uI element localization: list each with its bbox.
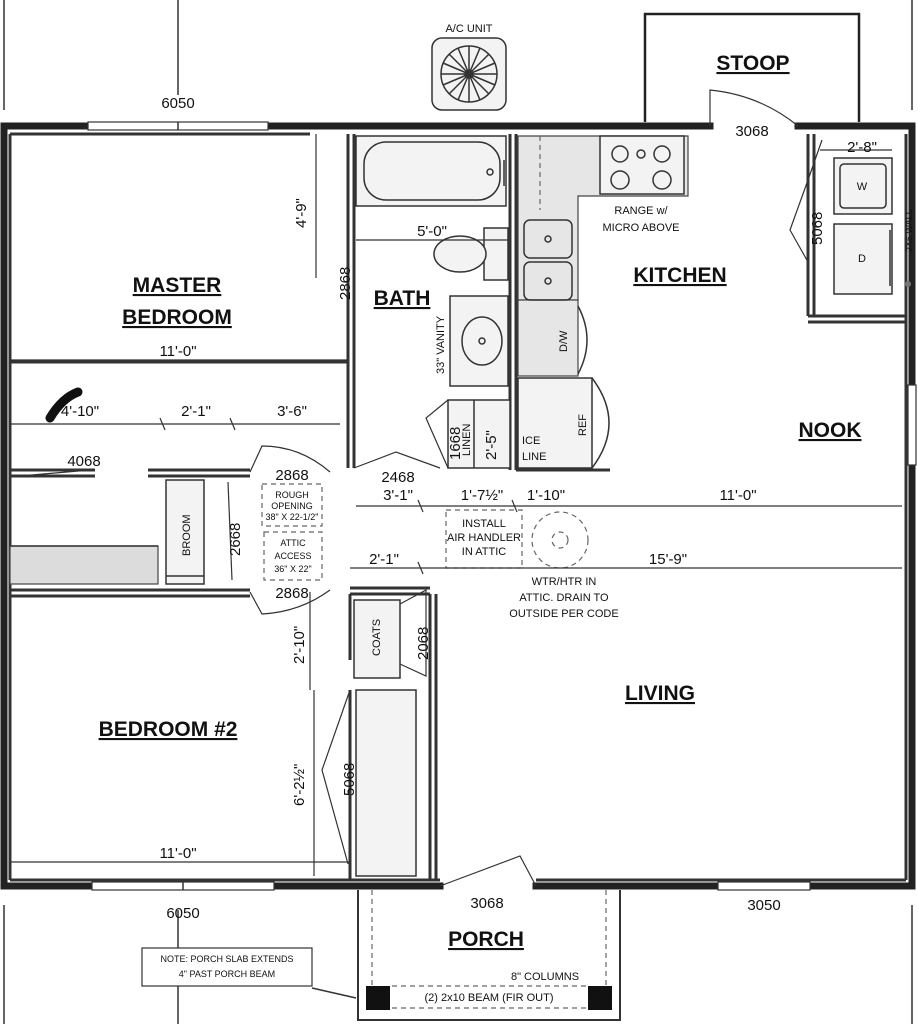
dimension-lines <box>10 134 902 876</box>
dim-hall-d: 2'-1" <box>369 551 399 568</box>
coats-label: COATS <box>371 619 383 656</box>
dim-window-bottom-left: 6050 <box>166 905 199 922</box>
rough-opening-1: ROUGH <box>275 490 309 500</box>
door-swings <box>19 89 823 887</box>
attic-access-3: 36" X 22" <box>274 564 311 574</box>
refrigerator-label: REF <box>577 414 589 436</box>
dim-master-closet-a: 4'-10" <box>61 403 99 420</box>
dim-bath-depth: 4'-9" <box>293 198 310 228</box>
dryer-label: D <box>858 253 866 265</box>
stoop <box>643 12 861 122</box>
ac-unit: A/C UNIT <box>431 23 507 111</box>
dim-laundry-door: 5068 <box>809 212 826 245</box>
porch <box>357 890 621 1021</box>
dim-coats-depth: 2'-10" <box>291 626 308 664</box>
dim-bedroom2-door: 2868 <box>275 585 308 602</box>
dim-broom-door: 2668 <box>227 523 244 556</box>
porch-label: PORCH <box>448 928 524 951</box>
dim-hall-b: 1'-7½" <box>461 487 503 504</box>
ice-label-2: LINE <box>522 451 546 463</box>
stoop-label: STOOP <box>716 52 789 75</box>
broom-closet <box>165 479 205 585</box>
dim-laundry-width: 2'-8" <box>847 139 877 156</box>
dim-hall-c: 1'-10" <box>527 487 565 504</box>
nook-label: NOOK <box>799 419 862 442</box>
bedroom2-label: BEDROOM #2 <box>99 718 238 741</box>
bathtub <box>355 135 507 207</box>
rough-opening-3: 38" X 22-1/2" <box>266 512 319 522</box>
note-line-2: 4" PAST PORCH BEAM <box>179 969 275 979</box>
linen-label: LINEN <box>461 424 473 456</box>
vanity-label: 33" VANITY <box>435 315 447 374</box>
washer-label: W <box>857 181 868 193</box>
toilet <box>433 227 509 281</box>
broom-label: BROOM <box>181 514 193 556</box>
kitchen-counter <box>517 135 689 469</box>
linen-closet <box>447 399 511 469</box>
coats-closet <box>353 599 417 877</box>
dim-window-top-left: 6050 <box>161 95 194 112</box>
dim-living-width: 15'-9" <box>649 551 687 568</box>
ice-label-1: ICE <box>522 435 540 447</box>
ac-unit-label: A/C UNIT <box>445 23 492 35</box>
dim-bedroom2-closet-door: 5068 <box>341 763 358 796</box>
columns-label: 8" COLUMNS <box>511 971 579 983</box>
range-label-1: RANGE w/ <box>614 205 668 217</box>
kitchen-label: KITCHEN <box>633 264 726 287</box>
wtr-htr-1: WTR/HTR IN <box>532 576 597 588</box>
dim-linen-width: 2'-5" <box>483 430 500 460</box>
dim-bedroom2-width: 11'-0" <box>159 845 196 862</box>
porch-note: NOTE: PORCH SLAB EXTENDS 4" PAST PORCH B… <box>141 947 357 999</box>
air-handler-3: IN ATTIC <box>462 546 506 558</box>
master-bedroom-label-1: MASTER <box>133 274 222 297</box>
dim-linen-door: 1668 <box>447 427 464 460</box>
dim-master-closet-c: 3'-6" <box>277 403 307 420</box>
extension-lines <box>3 0 913 1024</box>
rough-opening-2: OPENING <box>271 501 313 511</box>
range-label-2: MICRO ABOVE <box>602 222 679 234</box>
air-handler-1: INSTALL <box>462 518 506 530</box>
dim-coats-door: 2068 <box>415 627 432 660</box>
master-bedroom-label-2: BEDROOM <box>122 306 232 329</box>
dim-master-closet-b: 2'-1" <box>181 403 211 420</box>
dim-master-closet-door: 4068 <box>67 453 100 470</box>
living-label: LIVING <box>625 682 695 705</box>
dim-hall-a: 3'-1" <box>383 487 413 504</box>
dim-nook-width: 11'-0" <box>719 487 756 504</box>
bath-label: BATH <box>374 287 431 310</box>
wall-2x6-label: 2X6 WALL <box>904 209 914 252</box>
air-handler-2: AIR HANDLER <box>447 532 521 544</box>
dim-door-porch: 3068 <box>470 895 503 912</box>
dim-tub-length: 5'-0" <box>417 223 447 240</box>
wtr-htr-3: OUTSIDE PER CODE <box>509 608 618 620</box>
vanity <box>449 295 509 387</box>
dim-door-stoop: 3068 <box>735 123 768 140</box>
note-line-1: NOTE: PORCH SLAB EXTENDS <box>160 954 293 964</box>
laundry <box>833 157 911 295</box>
windows <box>87 121 917 891</box>
dim-bath-entry-door: 2468 <box>381 469 414 486</box>
beam-label: (2) 2x10 BEAM (FIR OUT) <box>425 992 554 1004</box>
dim-bath-door: 2868 <box>337 267 354 300</box>
attic-access-2: ACCESS <box>274 551 311 561</box>
master-closet <box>9 545 159 585</box>
dim-bedroom2-closet-len: 6'-2½" <box>291 764 308 806</box>
dim-master-width: 11'-0" <box>159 343 196 360</box>
attic-access-1: ATTIC <box>280 538 306 548</box>
dim-window-bottom-right: 3050 <box>747 897 780 914</box>
dishwasher-label: D/W <box>558 330 570 352</box>
dim-master-door: 2868 <box>275 467 308 484</box>
wtr-htr-2: ATTIC. DRAIN TO <box>519 592 609 604</box>
pen-mark <box>45 387 83 423</box>
interior-walls <box>8 132 908 882</box>
